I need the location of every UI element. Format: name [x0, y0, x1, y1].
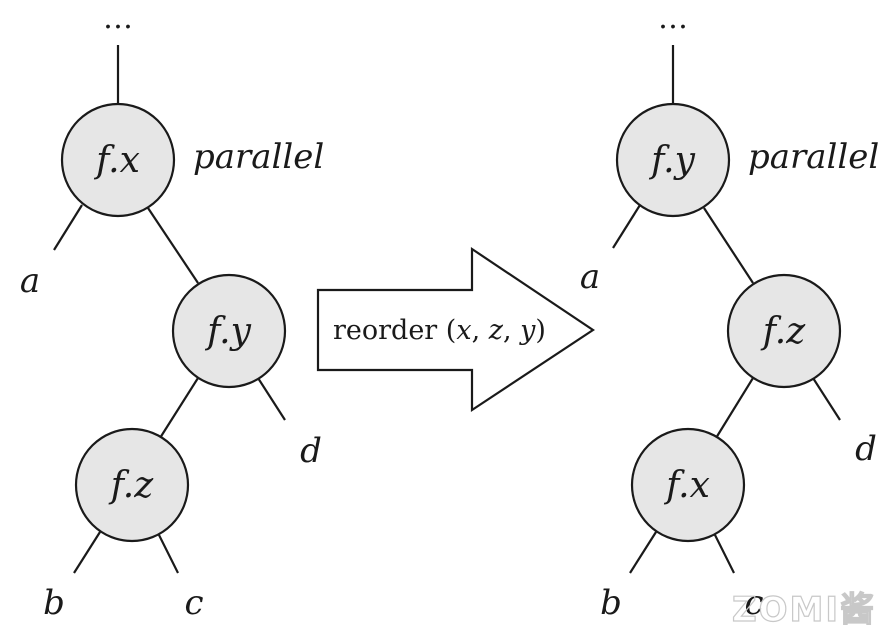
left-root-node: f.x: [60, 102, 176, 218]
arrow-label-sep2: ,: [503, 315, 520, 346]
right-edge-root-a: [612, 204, 641, 249]
right-middle-node: f.z: [726, 273, 842, 389]
left-bottom-node: f.z: [74, 427, 190, 543]
right-leaf-c: c: [744, 583, 763, 623]
right-tree: … f.y parallel f.z f.x a d b c: [580, 1, 879, 623]
left-edge-root-a: [53, 204, 83, 251]
right-edge-middle-d: [812, 377, 841, 421]
left-middle-label: f.y: [204, 311, 251, 352]
right-top-ellipsis: …: [658, 1, 688, 36]
right-edge-bottom-b: [629, 531, 657, 574]
left-edge-middle-d: [257, 377, 286, 421]
left-leaf-d: d: [300, 431, 322, 471]
left-edge-middle-bottom: [159, 377, 199, 439]
right-root-label: f.y: [648, 140, 695, 181]
reorder-arrow: reorder (x, z, y): [316, 246, 595, 413]
right-bottom-label: f.x: [663, 465, 710, 506]
right-middle-label: f.z: [760, 311, 806, 352]
left-edge-bottom-c: [157, 532, 179, 574]
right-edge-root-middle: [703, 207, 754, 284]
left-bottom-label: f.z: [108, 465, 154, 506]
right-leaf-a: a: [580, 257, 600, 297]
left-leaf-a: a: [20, 261, 40, 301]
arrow-label-z: z: [488, 315, 504, 346]
left-leaf-b: b: [43, 583, 65, 623]
right-leaf-b: b: [600, 583, 622, 623]
left-leaf-c: c: [184, 583, 203, 623]
watermark: ZOMI酱: [732, 590, 876, 630]
left-root-parallel-annotation: parallel: [193, 137, 324, 177]
arrow-label-suffix: ): [535, 315, 546, 346]
arrow-shape: [316, 246, 595, 413]
right-leaf-d: d: [855, 429, 877, 469]
right-root-parallel-annotation: parallel: [748, 137, 879, 177]
left-top-ellipsis: …: [103, 1, 133, 36]
left-root-label: f.x: [93, 140, 140, 181]
left-middle-node: f.y: [171, 273, 287, 389]
arrow-label: reorder (x, z, y): [333, 315, 546, 346]
left-edge-root-middle: [147, 207, 199, 284]
arrow-label-x: x: [456, 315, 471, 346]
arrow-label-y: y: [519, 315, 536, 346]
arrow-label-prefix: reorder (: [333, 315, 456, 346]
left-edge-bottom-b: [73, 531, 101, 574]
left-tree: … f.x parallel f.y f.z a d b c: [20, 1, 324, 623]
right-bottom-node: f.x: [630, 427, 746, 543]
right-root-node: f.y: [615, 102, 731, 218]
right-edge-middle-bottom: [715, 377, 754, 439]
arrow-label-sep1: ,: [472, 315, 489, 346]
right-edge-bottom-c: [713, 532, 735, 574]
